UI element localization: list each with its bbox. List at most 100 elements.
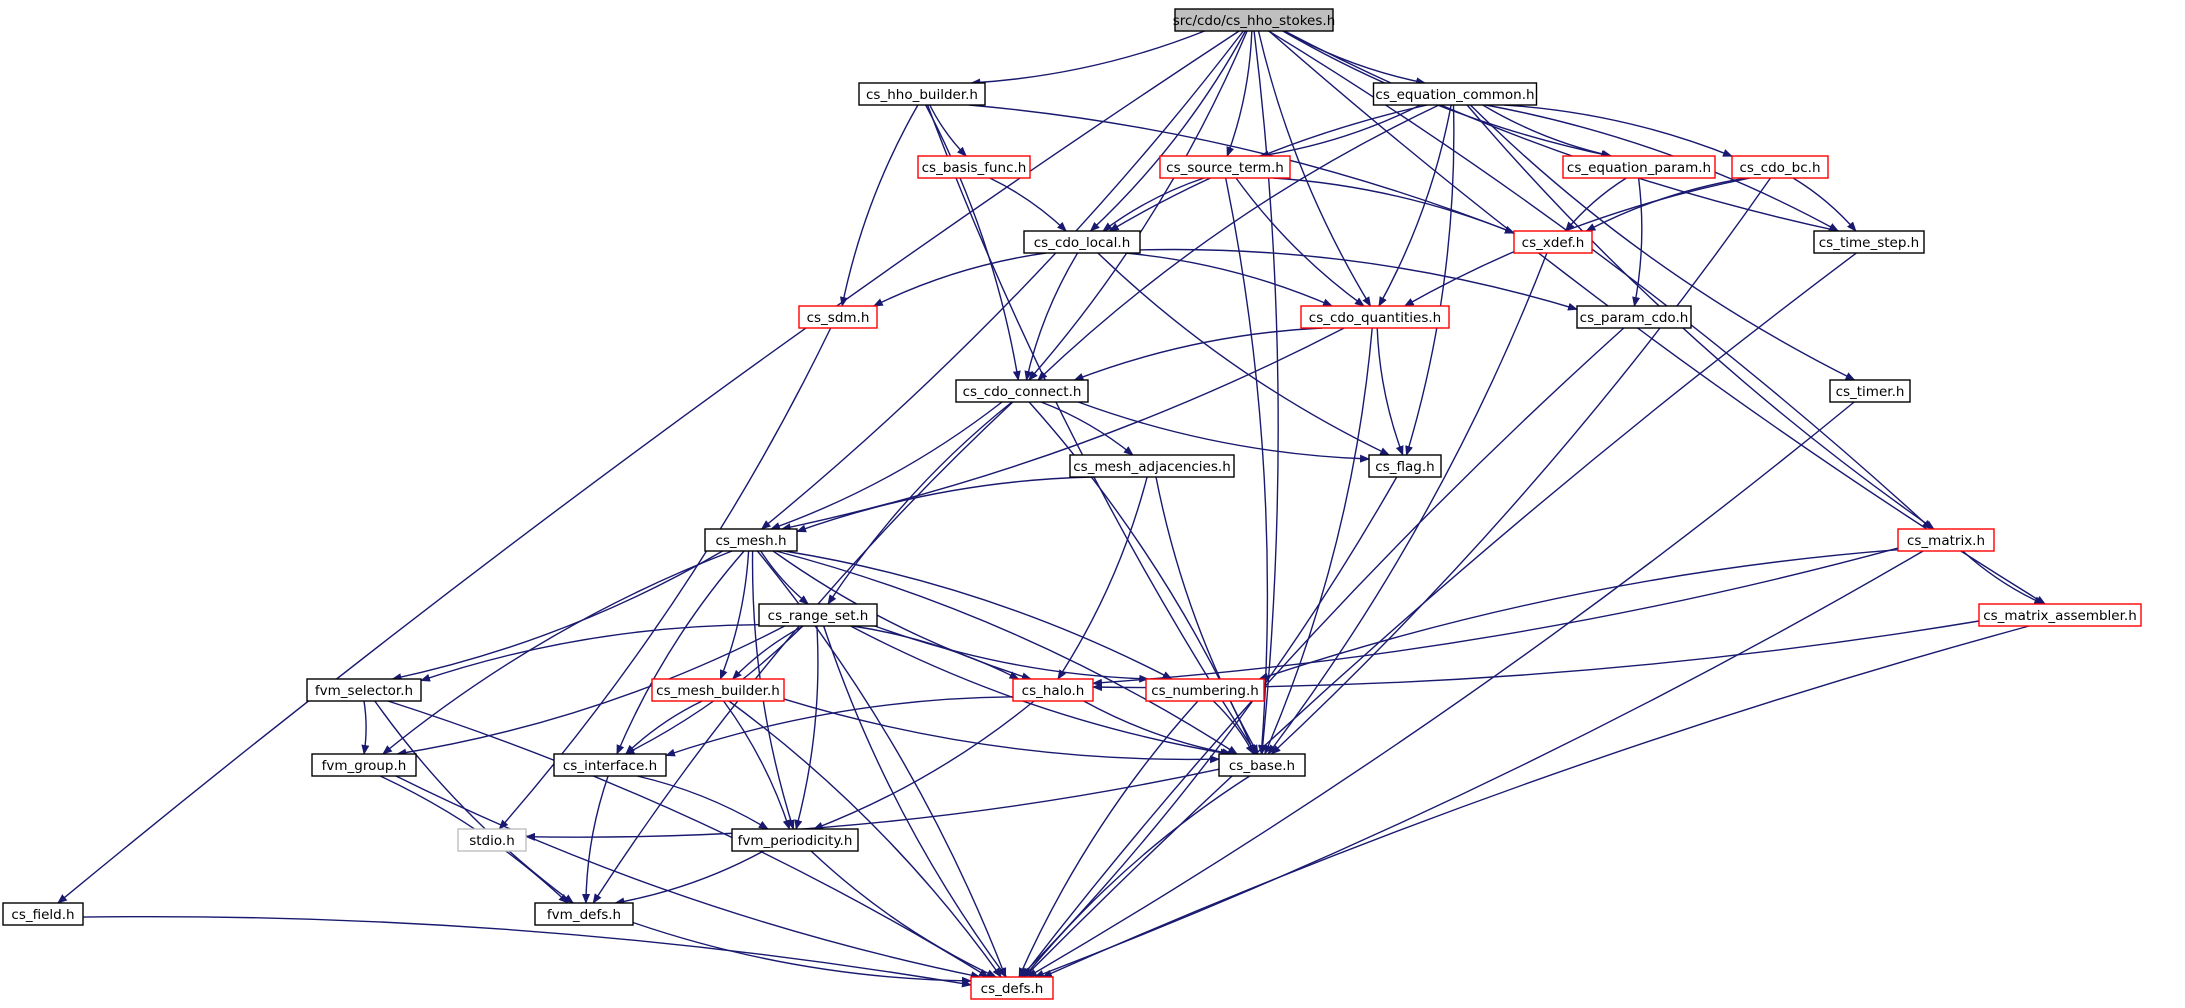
node-label: stdio.h	[469, 833, 515, 849]
node-field[interactable]: cs_field.h	[2, 902, 84, 926]
edge-halo-to-base	[1083, 700, 1233, 757]
node-box	[1218, 753, 1306, 777]
edge-matrix_assembler-to-halo	[1092, 620, 1980, 692]
node-timer[interactable]: cs_timer.h	[1829, 379, 1911, 403]
edge-halo-to-fvm_periodicity	[812, 700, 1035, 830]
edge-mesh-to-interface	[616, 550, 745, 755]
edge-hho_builder-to-sdm	[839, 104, 919, 307]
node-box	[1978, 603, 2142, 627]
edge-root-to-cdo_quantities	[1257, 30, 1372, 307]
node-range_set[interactable]: cs_range_set.h	[758, 603, 878, 627]
node-mesh_builder[interactable]: cs_mesh_builder.h	[651, 678, 785, 702]
node-basis_func[interactable]: cs_basis_func.h	[917, 155, 1031, 179]
node-halo[interactable]: cs_halo.h	[1012, 678, 1094, 702]
edge-equation_common-to-timer	[1469, 104, 1856, 381]
edge-fvm_selector-to-fvm_defs	[374, 700, 575, 904]
node-label: cs_field.h	[11, 907, 74, 923]
node-matrix_assembler[interactable]: cs_matrix_assembler.h	[1978, 603, 2142, 627]
edge-fvm_group-to-defs	[395, 775, 981, 980]
node-box	[553, 753, 667, 777]
node-cdo_connect[interactable]: cs_cdo_connect.h	[955, 379, 1089, 403]
node-box	[917, 155, 1031, 179]
node-matrix[interactable]: cs_matrix.h	[1897, 528, 1995, 552]
edges-layer	[57, 30, 2046, 988]
node-stdio[interactable]: stdio.h	[457, 828, 527, 852]
node-flag[interactable]: cs_flag.h	[1368, 454, 1442, 478]
node-label: cs_cdo_bc.h	[1739, 160, 1820, 176]
node-numbering[interactable]: cs_numbering.h	[1145, 678, 1265, 702]
edge-mesh-to-halo	[772, 550, 1032, 681]
node-label: cs_param_cdo.h	[1580, 310, 1689, 326]
edge-param_cdo-to-defs	[1021, 327, 1625, 978]
node-box	[651, 678, 785, 702]
edge-source_term-to-cdo_quantities	[1235, 177, 1365, 307]
edge-root-to-cdo_connect	[1028, 30, 1248, 381]
node-base[interactable]: cs_base.h	[1218, 753, 1306, 777]
node-param_cdo[interactable]: cs_param_cdo.h	[1576, 305, 1692, 329]
node-box	[1174, 8, 1334, 32]
edge-fvm_periodicity-to-defs	[810, 850, 997, 978]
node-mesh[interactable]: cs_mesh.h	[704, 528, 798, 552]
edge-mesh-to-fvm_group	[382, 550, 733, 755]
edge-cdo_connect-to-range_set	[827, 401, 1013, 605]
edge-cdo_quantities-to-base	[1264, 327, 1373, 755]
node-label: cs_mesh_builder.h	[656, 683, 780, 699]
node-label: cs_mesh_adjacencies.h	[1073, 459, 1231, 475]
edge-mesh_adjacencies-to-base	[1155, 476, 1259, 755]
edge-source_term-to-cdo_local	[1102, 177, 1205, 232]
edge-root-to-equation_param	[1282, 30, 1612, 159]
node-fvm_group[interactable]: fvm_group.h	[311, 753, 417, 777]
edge-matrix-to-halo	[1092, 547, 1899, 687]
edge-mesh_builder-to-defs	[728, 700, 1002, 978]
edge-mesh_adjacencies-to-halo	[1057, 476, 1148, 680]
edge-mesh_adjacencies-to-mesh	[796, 476, 1093, 533]
edge-matrix_assembler-to-defs	[1041, 625, 2030, 978]
edge-fvm_selector-to-fvm_group	[361, 700, 370, 755]
node-interface[interactable]: cs_interface.h	[553, 753, 667, 777]
node-cdo_local[interactable]: cs_cdo_local.h	[1023, 230, 1141, 254]
edge-root-to-source_term	[1226, 30, 1253, 157]
edge-equation_common-to-cdo_bc	[1503, 104, 1733, 157]
node-cdo_bc[interactable]: cs_cdo_bc.h	[1731, 155, 1829, 179]
edge-numbering-to-defs	[1018, 700, 1199, 978]
node-cdo_quantities[interactable]: cs_cdo_quantities.h	[1300, 305, 1450, 329]
node-box	[306, 678, 422, 702]
edge-mesh-to-numbering	[784, 550, 1173, 680]
node-sdm[interactable]: cs_sdm.h	[798, 305, 878, 329]
node-equation_common[interactable]: cs_equation_common.h	[1372, 82, 1538, 106]
node-source_term[interactable]: cs_source_term.h	[1159, 155, 1291, 179]
edge-equation_common-to-equation_param	[1482, 104, 1613, 158]
edge-cdo_connect-to-fvm_defs	[592, 401, 1014, 904]
node-fvm_defs[interactable]: fvm_defs.h	[534, 902, 634, 926]
node-label: cs_equation_param.h	[1567, 160, 1711, 176]
node-box	[1813, 230, 1925, 254]
node-fvm_periodicity[interactable]: fvm_periodicity.h	[731, 828, 859, 852]
node-root[interactable]: src/cdo/cs_hho_stokes.h	[1173, 8, 1336, 32]
edge-cdo_local-to-flag	[1097, 252, 1391, 456]
node-label: cs_cdo_connect.h	[963, 384, 1082, 400]
node-label: cs_base.h	[1229, 758, 1295, 774]
node-box	[1576, 305, 1692, 329]
edge-time_step-to-defs	[1023, 252, 1857, 978]
node-label: fvm_selector.h	[315, 683, 413, 699]
node-box	[534, 902, 634, 926]
edge-mesh-to-mesh_builder	[719, 550, 750, 680]
node-time_step[interactable]: cs_time_step.h	[1813, 230, 1925, 254]
edge-equation_common-to-matrix	[1466, 104, 1935, 530]
edge-range_set-to-fvm_group	[396, 625, 786, 757]
node-defs[interactable]: cs_defs.h	[970, 976, 1054, 1000]
edge-cdo_local-to-param_cdo	[1139, 248, 1578, 311]
node-mesh_adjacencies[interactable]: cs_mesh_adjacencies.h	[1069, 454, 1235, 478]
node-equation_param[interactable]: cs_equation_param.h	[1562, 155, 1716, 179]
edge-range_set-to-fvm_periodicity	[794, 625, 819, 830]
node-xdef[interactable]: cs_xdef.h	[1513, 230, 1593, 254]
node-fvm_selector[interactable]: fvm_selector.h	[306, 678, 422, 702]
edge-hho_builder-to-cdo_connect	[925, 104, 1021, 381]
node-hho_builder[interactable]: cs_hho_builder.h	[858, 82, 986, 106]
node-box	[704, 528, 798, 552]
edge-range_set-to-fvm_selector	[420, 624, 760, 682]
edge-numbering-to-base	[1212, 700, 1255, 755]
edge-halo-to-interface	[665, 696, 1014, 757]
